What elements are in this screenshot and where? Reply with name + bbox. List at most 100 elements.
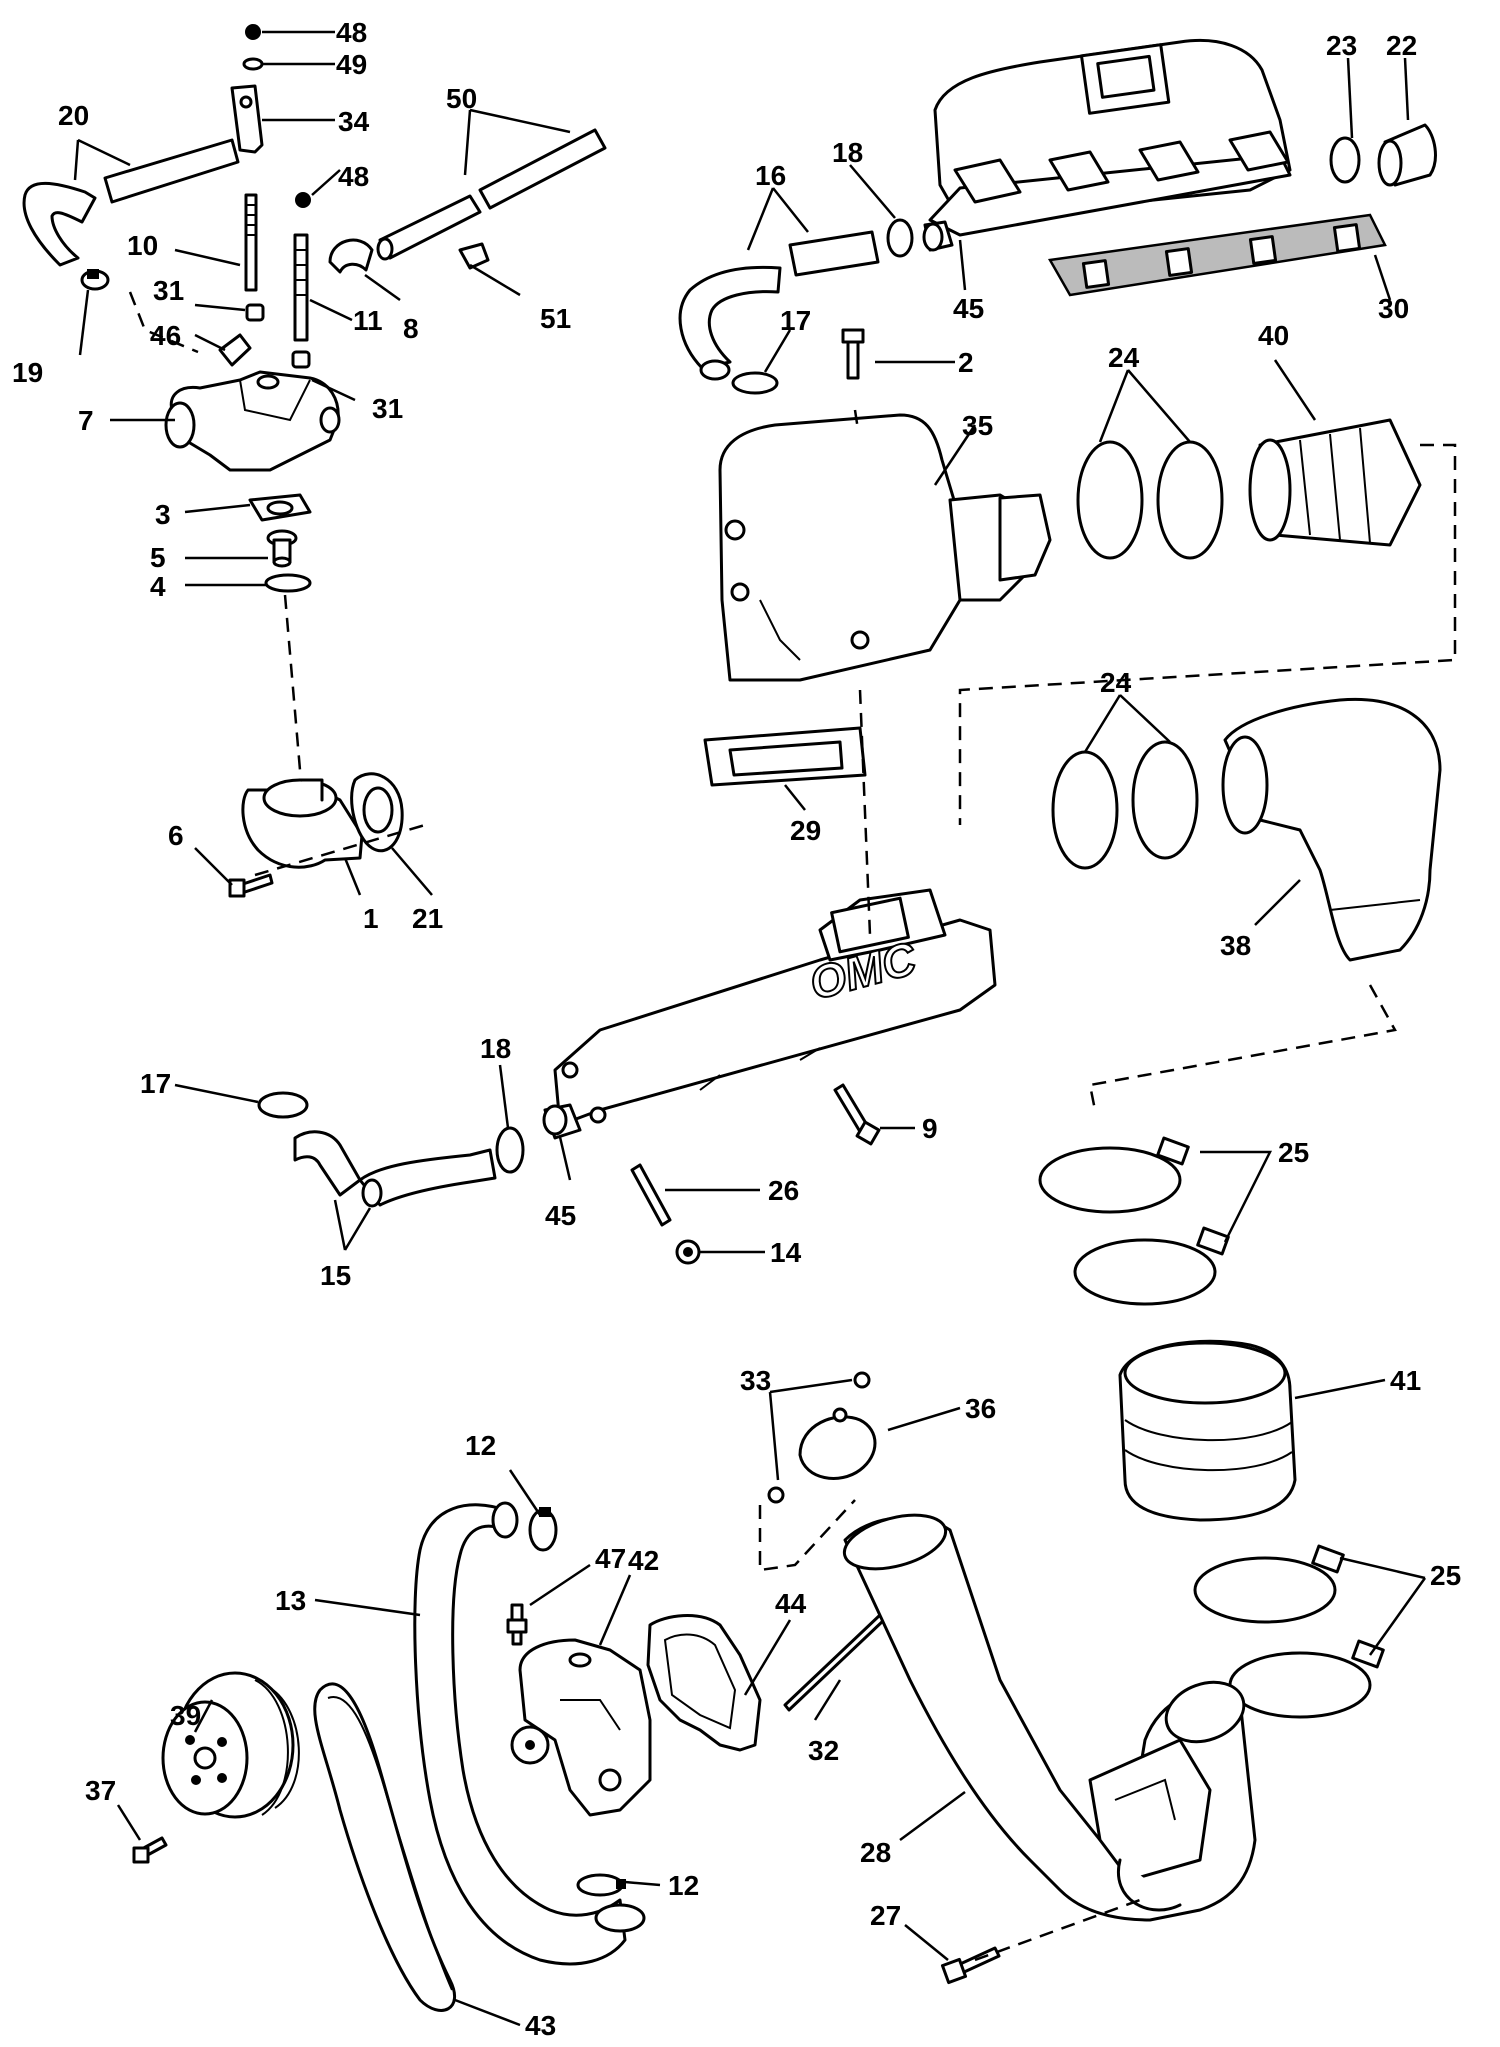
water-pump-42 [510, 1638, 652, 1817]
callout-labels: 48 49 34 20 50 48 10 31 46 19 11 8 51 31… [12, 17, 1461, 2041]
bellows-41 [1118, 1339, 1297, 1522]
callout-21: 21 [412, 903, 443, 934]
callout-50: 50 [446, 83, 477, 114]
callout-18-upper: 18 [832, 137, 863, 168]
nut-48 [245, 24, 261, 40]
callout-25-lower: 25 [1430, 1560, 1461, 1591]
clamp-24-lower-b [1131, 740, 1199, 860]
callout-7: 7 [78, 405, 94, 436]
callout-16: 16 [755, 160, 786, 191]
thermostat-base-1 [241, 778, 364, 869]
callout-40: 40 [1258, 320, 1289, 351]
assembly-lines [128, 291, 1457, 1962]
clamp-8 [328, 238, 374, 274]
exhaust-pipe-28 [842, 1513, 1257, 1922]
callout-45-lower: 45 [545, 1200, 576, 1231]
hose-50 [376, 128, 607, 261]
stud-10 [244, 193, 258, 292]
callout-1: 1 [363, 903, 379, 934]
callout-36: 36 [965, 1393, 996, 1424]
clamp-25-c [1193, 1544, 1345, 1624]
callout-3: 3 [155, 499, 171, 530]
clamp-12-bottom [576, 1873, 626, 1897]
bolt-37 [132, 1836, 168, 1864]
pulley-39 [161, 1671, 300, 1819]
callout-49: 49 [336, 49, 367, 80]
callout-17-upper: 17 [780, 305, 811, 336]
hose-13 [413, 1501, 646, 1966]
bolt-9 [833, 1083, 881, 1146]
callout-6: 6 [168, 820, 184, 851]
fitting-46 [218, 333, 252, 367]
callout-30: 30 [1378, 293, 1409, 324]
clamp-18-upper [886, 218, 914, 258]
callout-45-upper: 45 [953, 293, 984, 324]
bolt-6 [228, 873, 274, 898]
nut-48-upper [295, 192, 311, 208]
nut-14 [675, 1239, 701, 1265]
callout-24-lower: 24 [1100, 667, 1132, 698]
callout-39: 39 [170, 1700, 201, 1731]
stud-26 [630, 1163, 672, 1227]
callout-2: 2 [958, 347, 974, 378]
callout-10: 10 [127, 230, 158, 261]
clamp-24-upper-a [1076, 440, 1144, 560]
callout-19: 19 [12, 357, 43, 388]
sensor-47 [506, 1603, 528, 1646]
callout-35: 35 [962, 410, 993, 441]
clamp-24-upper-b [1156, 440, 1224, 560]
callout-23: 23 [1326, 30, 1357, 61]
gasket-3 [248, 493, 312, 522]
callout-5: 5 [150, 542, 166, 573]
bracket-51 [458, 242, 490, 270]
callout-51: 51 [540, 303, 571, 334]
callout-33: 33 [740, 1365, 771, 1396]
callout-38: 38 [1220, 930, 1251, 961]
hose-15 [293, 1130, 497, 1208]
callout-14: 14 [770, 1237, 802, 1268]
gasket-21 [350, 772, 404, 853]
clamp-25-d [1228, 1639, 1385, 1719]
clamp-25-a [1038, 1136, 1190, 1214]
callout-31-left: 31 [153, 275, 184, 306]
spacer-31-right [291, 350, 311, 369]
callout-26: 26 [768, 1175, 799, 1206]
callout-9: 9 [922, 1113, 938, 1144]
clamp-25-b [1073, 1226, 1230, 1306]
exhaust-elbow-38 [1221, 697, 1442, 962]
screw-33-top [853, 1371, 871, 1389]
cover-36 [798, 1407, 877, 1480]
leader-lines [73, 30, 1427, 2027]
clamp-17-lower [257, 1091, 309, 1119]
callout-22: 22 [1386, 30, 1417, 61]
callout-12-top: 12 [465, 1430, 496, 1461]
callout-8: 8 [403, 313, 419, 344]
callout-25-upper: 25 [1278, 1137, 1309, 1168]
clamp-19 [80, 269, 110, 291]
bellows-40 [1248, 418, 1422, 547]
callout-37: 37 [85, 1775, 116, 1806]
callout-31-right: 31 [372, 393, 403, 424]
callout-34: 34 [338, 106, 370, 137]
callout-20: 20 [58, 100, 89, 131]
callout-15: 15 [320, 1260, 351, 1291]
clamp-18-lower [495, 1126, 525, 1174]
thermostat-housing-7 [164, 370, 341, 472]
exhaust-manifold-upper [922, 38, 1292, 252]
exhaust-gasket-30 [1047, 213, 1387, 297]
o-ring-4 [264, 573, 312, 593]
callout-32: 32 [808, 1735, 839, 1766]
hose-16 [678, 230, 880, 381]
hose-20 [22, 138, 240, 267]
callout-28: 28 [860, 1837, 891, 1868]
callout-13: 13 [275, 1585, 306, 1616]
callout-48-top: 48 [336, 17, 367, 48]
exhaust-elbow-35 [718, 413, 1052, 682]
callout-42: 42 [628, 1545, 659, 1576]
screw-33-bottom [767, 1486, 785, 1504]
spacer-31-left [245, 303, 265, 322]
clamp-12-top [528, 1507, 558, 1552]
bracket-34 [230, 84, 264, 154]
callout-18-lower: 18 [480, 1033, 511, 1064]
